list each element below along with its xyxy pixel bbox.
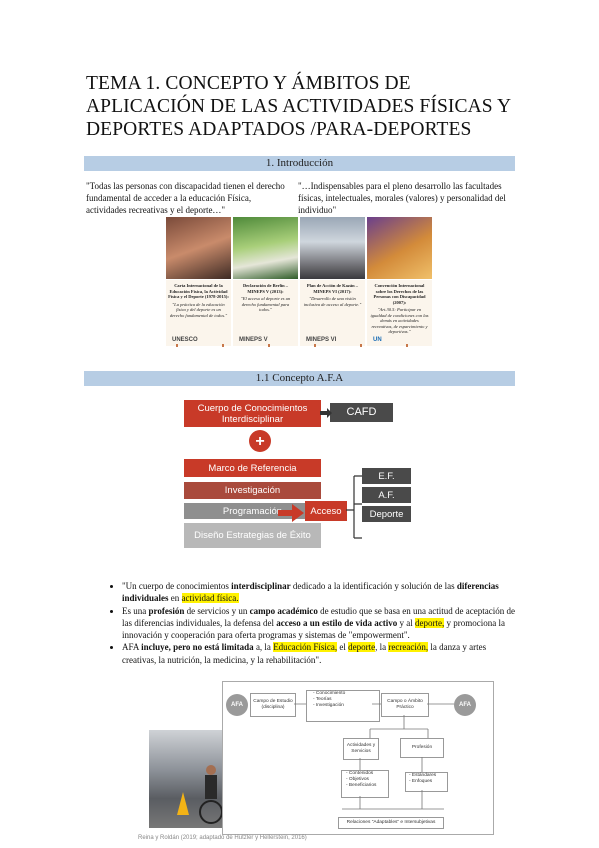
bracket-lines xyxy=(346,475,362,539)
figure-caption: Reina y Roldán (2019; adaptado de Hutzle… xyxy=(138,835,307,841)
bullet-2: Es una profesión de servicios y un campo… xyxy=(122,605,522,642)
timeline-tick xyxy=(406,344,408,347)
bullet-3: AFA incluye, pero no está limitada a, la… xyxy=(122,641,522,666)
card-title: Plan de Acción de Kazán – MINEPS VI (201… xyxy=(306,283,359,294)
box-conocimientos: - Conocimiento - Teorías - Investigación xyxy=(306,690,380,722)
highlight: recreación, xyxy=(388,642,429,653)
card-title: Convención Internacional sobre los Derec… xyxy=(373,283,426,305)
bullet-1: "Un cuerpo de conocimientos interdiscipl… xyxy=(122,580,522,605)
photo-ball-player xyxy=(233,217,298,279)
un-logo: UN xyxy=(373,336,382,343)
bullet-list: "Un cuerpo de conocimientos interdiscipl… xyxy=(108,580,522,666)
mineps-vi-logo: MINEPS VI xyxy=(306,336,337,343)
box-campo-estudio: Campo de Estudio (disciplina) xyxy=(250,693,296,717)
quote-right: "…Indispensables para el pleno desarroll… xyxy=(298,181,506,215)
box-marco-referencia: Marco de Referencia xyxy=(184,459,321,477)
box-profesion: Profesión xyxy=(400,738,444,758)
quote-left: "Todas las personas con discapacidad tie… xyxy=(86,181,285,215)
plus-icon: + xyxy=(249,430,271,452)
mineps-v-logo: MINEPS V xyxy=(239,336,268,343)
box-cuerpo-conocimientos: Cuerpo de Conocimientos Interdisciplinar xyxy=(184,400,321,427)
box-campo-ambito: Campo o Ámbito Práctico xyxy=(381,693,429,717)
afa-circle-left: AFA xyxy=(226,694,248,716)
photo-wheelchair-ball xyxy=(367,217,432,279)
section-header-concepto-afa: 1.1 Concepto A.F.A xyxy=(84,371,515,386)
box-cafd: CAFD xyxy=(330,403,393,422)
scheme-connectors xyxy=(294,703,454,810)
highlight: deporte, xyxy=(414,617,445,628)
box-relaciones: Relaciones "Adaptables" e Intersubjetiva… xyxy=(338,817,444,829)
card-desc: "Desarrollo de una visión inclusiva de a… xyxy=(303,296,362,307)
box-diseno-estrategias: Diseño Estrategias de Éxito xyxy=(184,523,321,548)
box-ef: E.F. xyxy=(362,468,411,484)
page-title: TEMA 1. CONCEPTO Y ÁMBITOS DE APLICACIÓN… xyxy=(86,73,511,140)
timeline-tick xyxy=(314,344,316,347)
timeline-tick xyxy=(360,344,362,347)
box-investigacion: Investigación xyxy=(184,482,321,499)
timeline-tick xyxy=(176,344,178,347)
timeline-tick xyxy=(222,344,224,347)
box-contenidos: - Contenidos - Objetivos - Beneficiarios xyxy=(341,770,389,798)
card-title: Carta Internacional de la Educación Físi… xyxy=(168,283,229,299)
highlight: Educación Física, xyxy=(273,642,338,653)
highlight: actividad física. xyxy=(181,593,239,604)
afa-circle-right: AFA xyxy=(454,694,476,716)
section-header-introduccion: 1. Introducción xyxy=(84,156,515,171)
card-title: Declaración de Berlín – MINEPS V (2013): xyxy=(242,283,289,294)
card-desc: "Art.30.5: Participar en igualdad de con… xyxy=(370,307,429,334)
timeline-card-3: Plan de Acción de Kazán – MINEPS VI (201… xyxy=(300,280,365,346)
timeline-figure: Carta Internacional de la Educación Físi… xyxy=(166,217,432,347)
timeline-card-4: Convención Internacional sobre los Derec… xyxy=(367,280,432,346)
card-desc: "La práctica de la educación física y de… xyxy=(169,301,228,318)
timeline-tick xyxy=(268,344,270,347)
arrow-to-acceso xyxy=(278,504,304,522)
timeline-card-2: Declaración de Berlín – MINEPS V (2013):… xyxy=(233,280,298,346)
arrow-to-cafd xyxy=(320,408,332,418)
timeline-card-1: Carta Internacional de la Educación Físi… xyxy=(166,280,231,346)
box-deporte: Deporte xyxy=(362,506,411,522)
highlight: deporte xyxy=(348,642,376,653)
card-desc: "El acceso al deporte es un derecho fund… xyxy=(240,296,291,312)
photo-children xyxy=(166,217,231,279)
photo-runners xyxy=(300,217,365,279)
box-estandares: - Estándares - Enfoques xyxy=(405,772,448,792)
unesco-logo: UNESCO xyxy=(172,336,198,343)
box-acceso: Acceso xyxy=(305,501,347,521)
box-actividades: Actividades y Servicios xyxy=(343,738,379,760)
box-af: A.F. xyxy=(362,487,411,503)
